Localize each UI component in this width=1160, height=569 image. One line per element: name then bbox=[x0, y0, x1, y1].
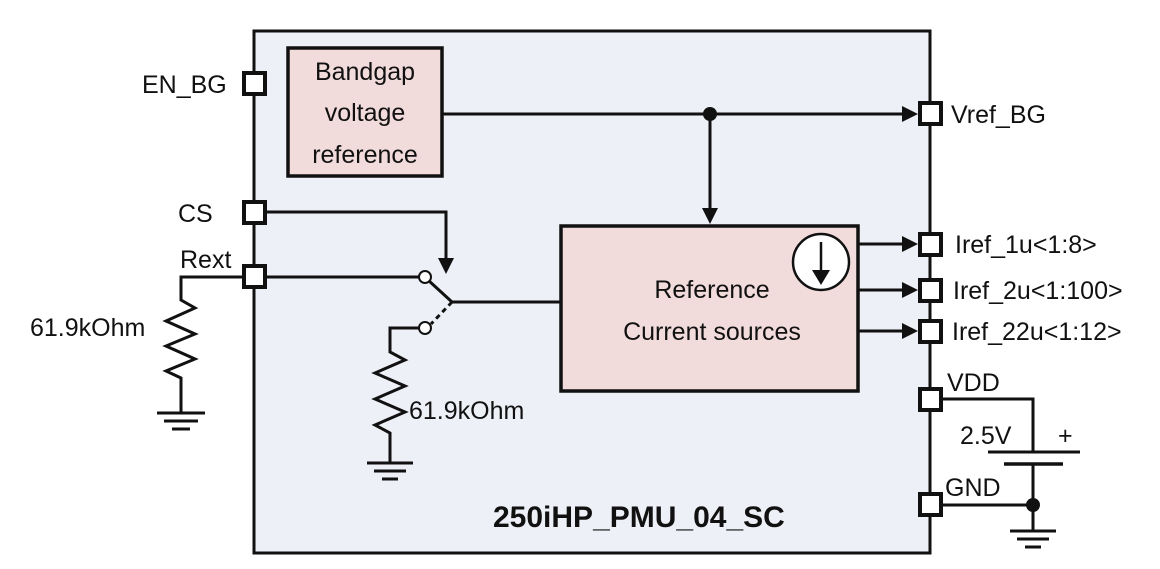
pin-iref-1u bbox=[918, 232, 943, 257]
bandgap-block bbox=[286, 46, 444, 178]
bandgap-label-line1: Bandgap bbox=[315, 58, 415, 86]
vdd-wire bbox=[942, 397, 1035, 452]
pin-iref-2u-label: Iref_2u<1:100> bbox=[953, 277, 1123, 305]
pin-vref-bg bbox=[918, 101, 943, 126]
pin-rext bbox=[242, 264, 267, 289]
external-resistor-label: 61.9kOhm bbox=[30, 314, 145, 342]
ground-icon bbox=[367, 461, 413, 481]
pin-iref-2u bbox=[918, 278, 943, 303]
iref-2u-arrow-icon bbox=[902, 282, 918, 298]
pin-gnd-label: GND bbox=[945, 474, 1001, 502]
bandgap-label-line3: reference bbox=[312, 141, 418, 169]
bandgap-label-line2: voltage bbox=[325, 99, 406, 127]
pin-cs bbox=[242, 200, 267, 225]
current-sources-label-line1: Reference bbox=[654, 276, 769, 304]
supply-voltage-label: 2.5V bbox=[960, 422, 1012, 450]
pin-vdd-label: VDD bbox=[947, 369, 1000, 397]
cs-wire bbox=[266, 210, 448, 262]
iref-1u-arrow-icon bbox=[902, 236, 918, 252]
pin-rext-label: Rext bbox=[180, 246, 231, 274]
external-resistor-icon bbox=[162, 275, 254, 412]
supply-polarity-label: + bbox=[1058, 422, 1073, 450]
pin-vref-bg-label: Vref_BG bbox=[951, 101, 1046, 129]
vref-arrow-icon bbox=[902, 106, 918, 122]
switch-icon bbox=[418, 270, 454, 335]
current-sources-label-line2: Current sources bbox=[623, 318, 801, 346]
pin-vdd bbox=[918, 387, 943, 412]
pin-cs-label: CS bbox=[178, 200, 213, 228]
pin-iref-22u bbox=[918, 319, 943, 344]
iref-22u-arrow-icon bbox=[902, 323, 918, 339]
internal-resistor-icon bbox=[371, 326, 419, 462]
chip-name-label: 250iHP_PMU_04_SC bbox=[493, 501, 785, 534]
pin-iref-1u-label: Iref_1u<1:8> bbox=[955, 231, 1097, 259]
internal-resistor-label: 61.9kOhm bbox=[409, 397, 524, 425]
ground-icon bbox=[157, 411, 205, 431]
tap-arrow-icon bbox=[702, 208, 718, 224]
current-source-icon bbox=[791, 232, 851, 292]
pin-iref-22u-label: Iref_22u<1:12> bbox=[952, 318, 1122, 346]
pin-en-bg-label: EN_BG bbox=[142, 71, 227, 99]
cs-arrow-icon bbox=[438, 258, 454, 274]
gnd-junction-dot bbox=[1026, 498, 1040, 512]
pin-en-bg bbox=[242, 71, 267, 96]
ground-icon bbox=[1010, 529, 1056, 549]
pin-gnd bbox=[918, 492, 943, 517]
